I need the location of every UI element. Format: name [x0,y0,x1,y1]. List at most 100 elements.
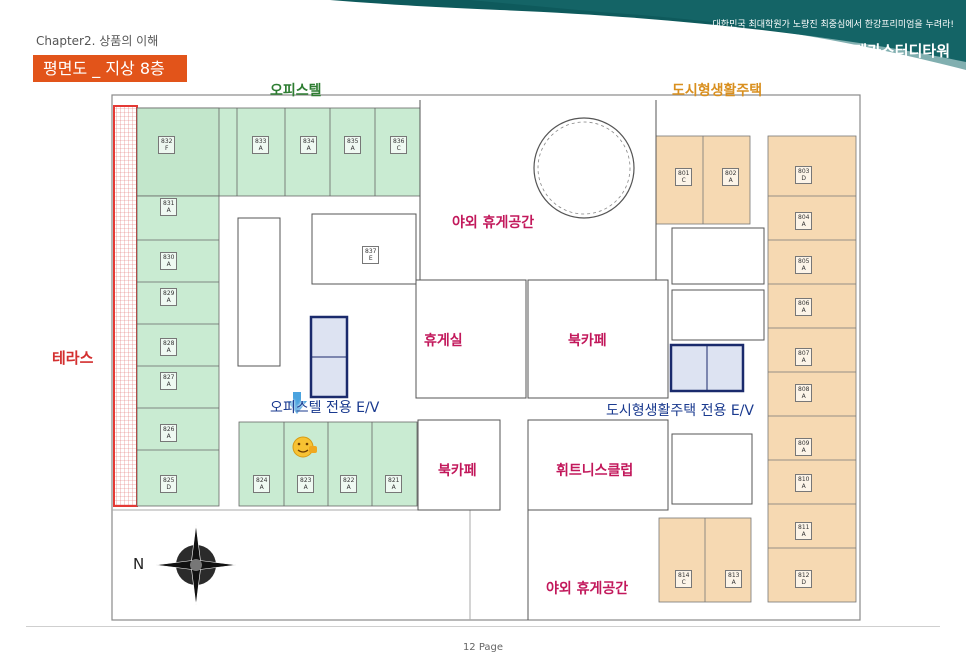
outdoor-rest-area-label-2: 야외 휴게공간 [546,581,629,597]
unit-number: 827 [163,374,175,381]
unit-type: A [166,381,171,388]
officetel-bottom-row [238,421,418,507]
unit-type: F [165,145,169,152]
unit-number: 808 [798,386,810,393]
brand-logo-text: 메가스터디타워 [823,40,950,61]
unit-type: A [801,221,806,228]
terrace-area [113,105,138,507]
unit-number: 813 [728,572,740,579]
urban-ev-label: 도시형생활주택 전용 E/V [606,403,754,419]
terrace-label: 테라스 [52,349,94,367]
unit-number: 836 [393,138,405,145]
unit-type: A [801,531,806,538]
unit-type: A [306,145,311,152]
book-cafe-label-1: 북카페 [568,333,607,349]
unit-number: 832 [161,138,173,145]
lounge-label: 휴게실 [424,333,463,349]
unit-type: A [801,307,806,314]
interior-walls [237,100,765,620]
unit-type: A [350,145,355,152]
unit-type: C [681,177,686,184]
unit-number: 803 [798,168,810,175]
unit-type: A [801,357,806,364]
page-number: 12 Page [462,642,504,653]
unit-type: A [166,347,171,354]
unit-type: A [391,484,396,491]
unit-type: D [801,579,807,586]
officetel-ev-label: 오피스텔 전용 E/V [270,400,380,416]
unit-number: 835 [347,138,359,145]
unit-type: A [346,484,351,491]
unit-number: 804 [798,214,810,221]
unit-number: 801 [678,170,690,177]
unit-type: A [801,265,806,272]
unit-number: 831 [163,200,175,207]
footer-divider [26,626,940,627]
unit-number: 833 [255,138,267,145]
unit-type: A [303,484,308,491]
unit-number: 830 [163,254,175,261]
unit-number: 809 [798,440,810,447]
unit-number: 823 [300,477,312,484]
unit-type: A [259,484,264,491]
unit-type: A [166,433,171,440]
unit-type: A [801,447,806,454]
unit-type: A [801,393,806,400]
fitness-club-label: 휘트니스클럽 [556,463,634,479]
unit-number: 802 [725,170,737,177]
urban-bottom-pair [658,517,752,603]
unit-type: E [368,255,373,262]
officetel-heading: 오피스텔 [270,83,322,99]
header-tagline: 대한민국 최대학원가 노량진 최중심에서 한강프리미엄을 누려라! [712,20,954,30]
unit-number: 825 [163,477,175,484]
compass-icon [155,524,237,606]
unit-type: A [728,177,733,184]
outdoor-rest-area-label-1: 야외 휴게공간 [452,215,535,231]
arrow-down-icon [287,392,307,414]
unit-type: C [396,145,401,152]
unit-number: 805 [798,258,810,265]
north-label: N [133,555,145,573]
unit-number: 822 [343,477,355,484]
book-cafe-label-2: 북카페 [438,463,477,479]
unit-type: C [681,579,686,586]
page-title: 평면도 _ 지상 8층 [33,55,187,82]
unit-number: 807 [798,350,810,357]
unit-type: A [801,483,806,490]
unit-number: 829 [163,290,175,297]
unit-number: 826 [163,426,175,433]
officetel-top-row [136,107,421,197]
officetel-left-column [136,195,220,507]
unit-number: 824 [256,477,268,484]
brand-name: 메가스터디타워 [853,42,950,60]
round-feature [533,117,635,219]
unit-number: 834 [303,138,315,145]
urban-housing-heading: 도시형생활주택 [672,83,763,99]
unit-type: A [258,145,263,152]
